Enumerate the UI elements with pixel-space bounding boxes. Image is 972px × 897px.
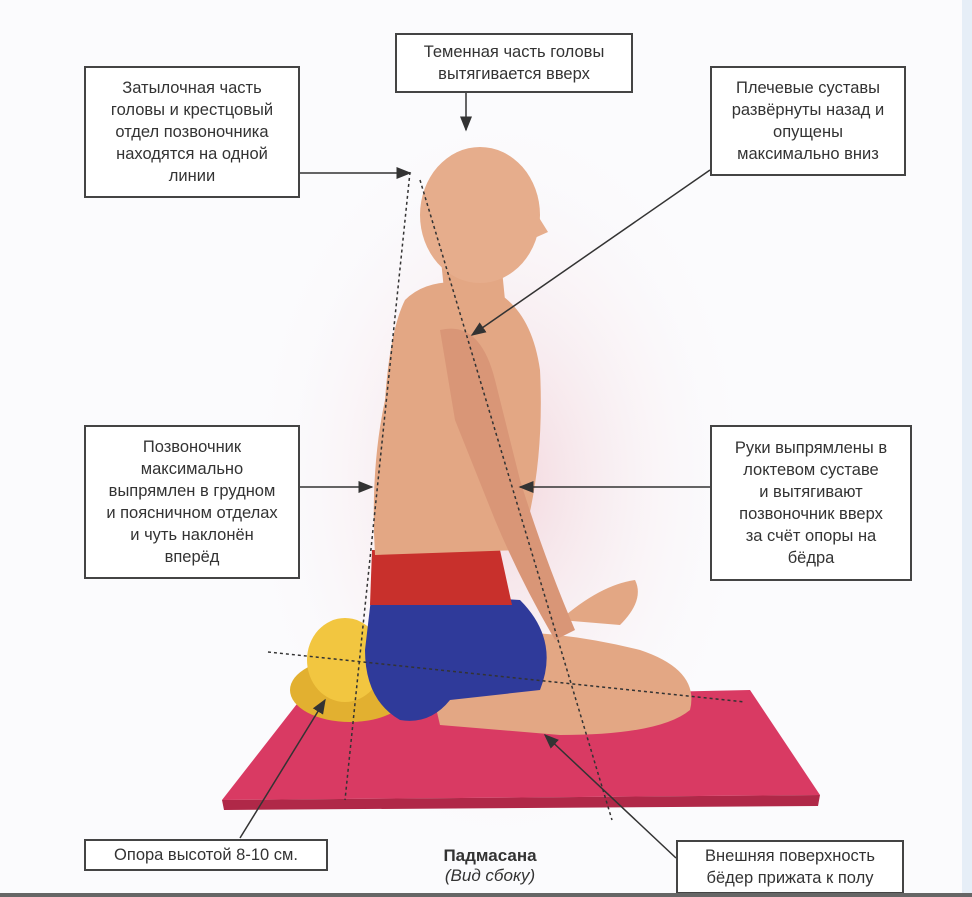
caption-title: Падмасана	[443, 846, 537, 865]
label-line: Руки выпрямлены в	[734, 439, 888, 457]
label-line: отдел позвоночника	[115, 123, 269, 141]
label-line: вперёд	[164, 548, 220, 566]
head	[420, 147, 540, 283]
label-arms: Руки выпрямлены в локтевом суставе и вытяг…	[710, 425, 912, 581]
label-line: позвоночник вверх	[739, 505, 883, 523]
label-support: Опора высотой 8-10 см.	[84, 839, 328, 871]
label-line: Позвоночник	[142, 438, 242, 456]
label-line: развёрнуты назад и	[731, 101, 885, 119]
label-line: и вытягивают	[759, 483, 863, 501]
label-line: Затылочная часть	[122, 79, 262, 97]
label-line: и поясничном отделах	[106, 504, 278, 522]
label-line: линии	[168, 167, 216, 185]
bottom-border	[0, 893, 972, 897]
caption-subtitle: (Вид сбоку)	[444, 866, 536, 885]
label-line: находятся на одной	[116, 145, 268, 163]
label-thighs: Внешняя поверхность бёдер прижата к полу	[676, 840, 904, 894]
page-edge	[962, 0, 972, 897]
label-line: и чуть наклонён	[130, 526, 254, 544]
label-spine: Позвоночник максимально выпрямлен в грудно…	[84, 425, 300, 579]
label-line: выпрямлен в грудном	[108, 482, 276, 500]
label-line: Внешняя поверхность	[705, 847, 875, 865]
arm	[440, 328, 575, 640]
label-line: Теменная часть головы	[423, 43, 605, 61]
label-occiput: Затылочная часть головы и крестцовый отдел…	[84, 66, 300, 198]
label-line: максимально вниз	[737, 145, 879, 163]
label-line: за счёт опоры на	[745, 527, 877, 545]
label-line: головы и крестцовый	[110, 101, 274, 119]
sash	[370, 550, 512, 605]
label-line: опущены	[773, 123, 843, 141]
label-line: максимально	[140, 460, 244, 478]
label-line: бёдер прижата к полу	[706, 869, 874, 887]
shorts	[365, 590, 547, 721]
label-line: локтевом суставе	[743, 461, 879, 479]
figure-caption: Падмасана (Вид сбоку)	[410, 846, 570, 886]
label-line: бёдра	[787, 549, 835, 567]
label-line: вытягивается вверх	[438, 65, 590, 83]
label-shoulders: Плечевые суставы развёрнуты назад и опущен…	[710, 66, 906, 176]
label-line: Плечевые суставы	[735, 79, 880, 97]
label-line: Опора высотой 8-10 см.	[114, 846, 298, 864]
label-crown: Теменная часть головы вытягивается вверх	[395, 33, 633, 93]
